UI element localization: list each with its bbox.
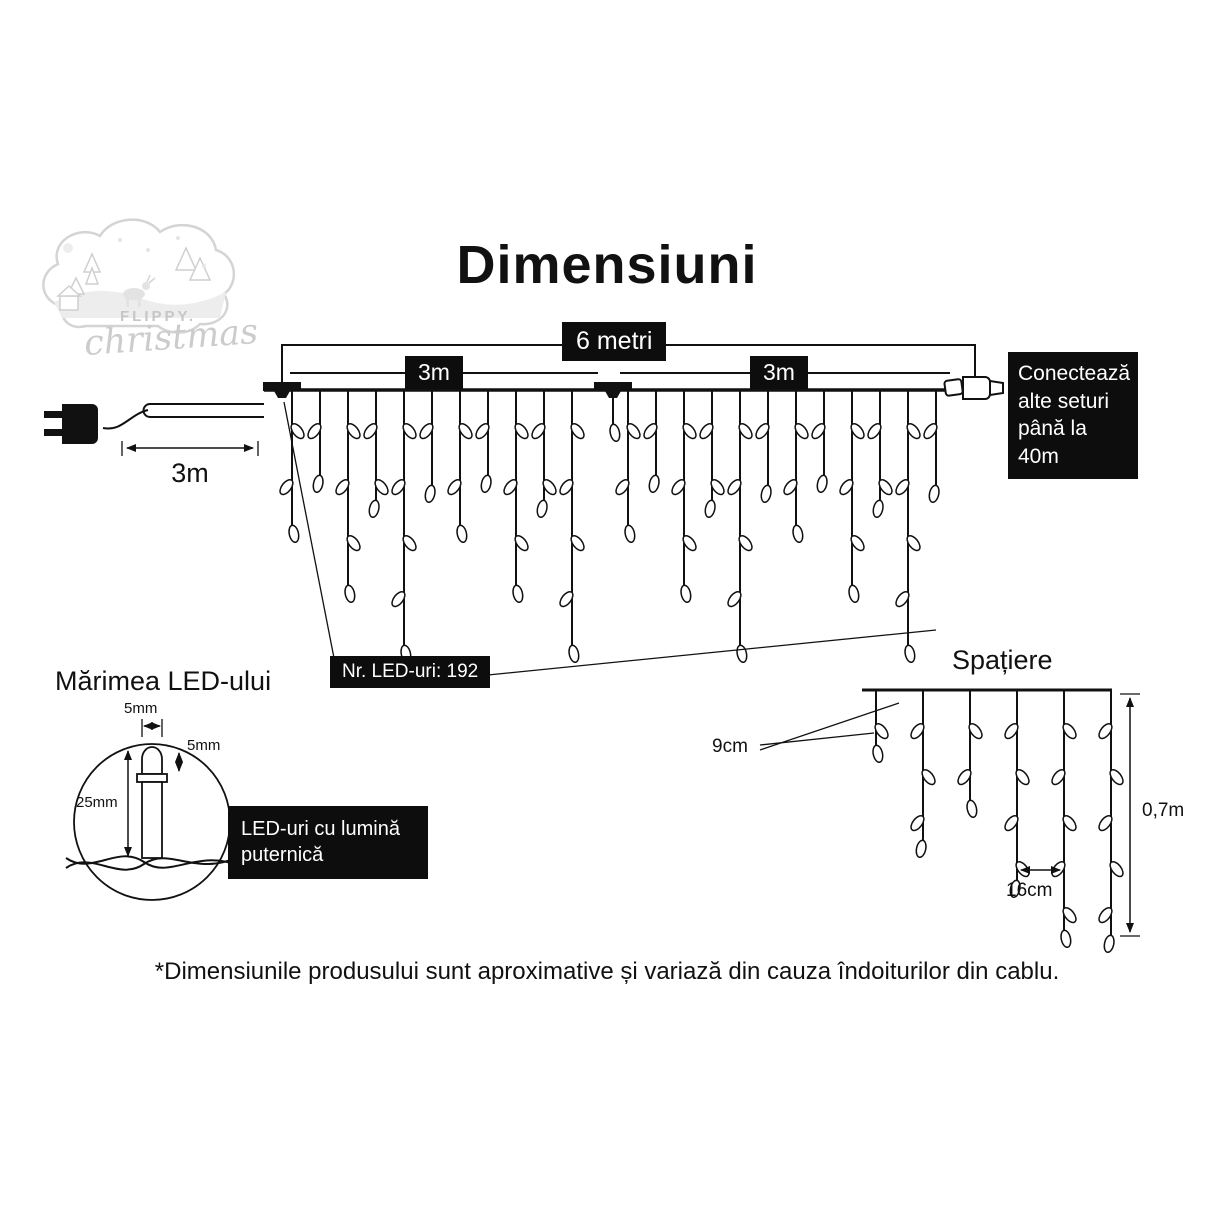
- bulb-width-label: 5mm: [124, 700, 158, 717]
- page-title: Dimensiuni: [456, 235, 758, 295]
- vertical-gap-label: 9cm: [712, 736, 748, 757]
- led-count-pointer-left: [283, 401, 335, 659]
- drop-height-label: 0,7m: [1142, 800, 1185, 821]
- logo-winter-scene: [42, 218, 236, 334]
- moon-and-snow-icon: [63, 236, 206, 268]
- left-half-badge: 3m: [405, 356, 463, 389]
- spacing-heading: Spațiere: [952, 645, 1053, 675]
- vertical-gap-pointer-2: [759, 702, 900, 751]
- bulb-height-label: 5mm: [187, 737, 221, 754]
- extension-connector-icon: [943, 376, 1004, 400]
- led-count-badge: Nr. LED-uri: 192: [330, 656, 491, 688]
- footnote: *Dimensiunile produsului sunt aproximati…: [154, 958, 1060, 985]
- left-clamp-icon: [263, 382, 301, 398]
- middle-stub-bulb: [609, 423, 621, 443]
- spacing-drops: [872, 690, 1124, 954]
- led-bulb-drawing: [136, 746, 168, 859]
- brand-logo: FLIPPY. christmas: [28, 210, 259, 400]
- twisted-wire-2: [65, 855, 241, 869]
- middle-clamp-icon: [594, 382, 632, 398]
- led-size-heading: Mărimea LED-ului: [55, 666, 272, 696]
- house-icon: [56, 284, 82, 311]
- connector-note-box: Conectează alte seturi până la 40m: [1008, 352, 1138, 479]
- lead-length-label: 3m: [171, 458, 209, 488]
- horizontal-gap-label: 16cm: [1006, 880, 1053, 901]
- deer-icon: [123, 274, 156, 307]
- led-length-label: 25mm: [76, 794, 118, 811]
- total-length-badge: 6 metri: [562, 322, 667, 361]
- led-note-box: LED-uri cu lumină puternică: [228, 806, 428, 879]
- brand-name: FLIPPY.: [120, 308, 197, 325]
- plug-cord: [102, 409, 149, 430]
- led-count-pointer-right: [477, 629, 937, 677]
- power-plug-icon: [44, 404, 98, 444]
- icicle-curtain: [279, 390, 940, 664]
- right-half-badge: 3m: [750, 356, 808, 389]
- vertical-gap-pointer-1: [759, 732, 875, 746]
- trees-icon: [66, 246, 212, 295]
